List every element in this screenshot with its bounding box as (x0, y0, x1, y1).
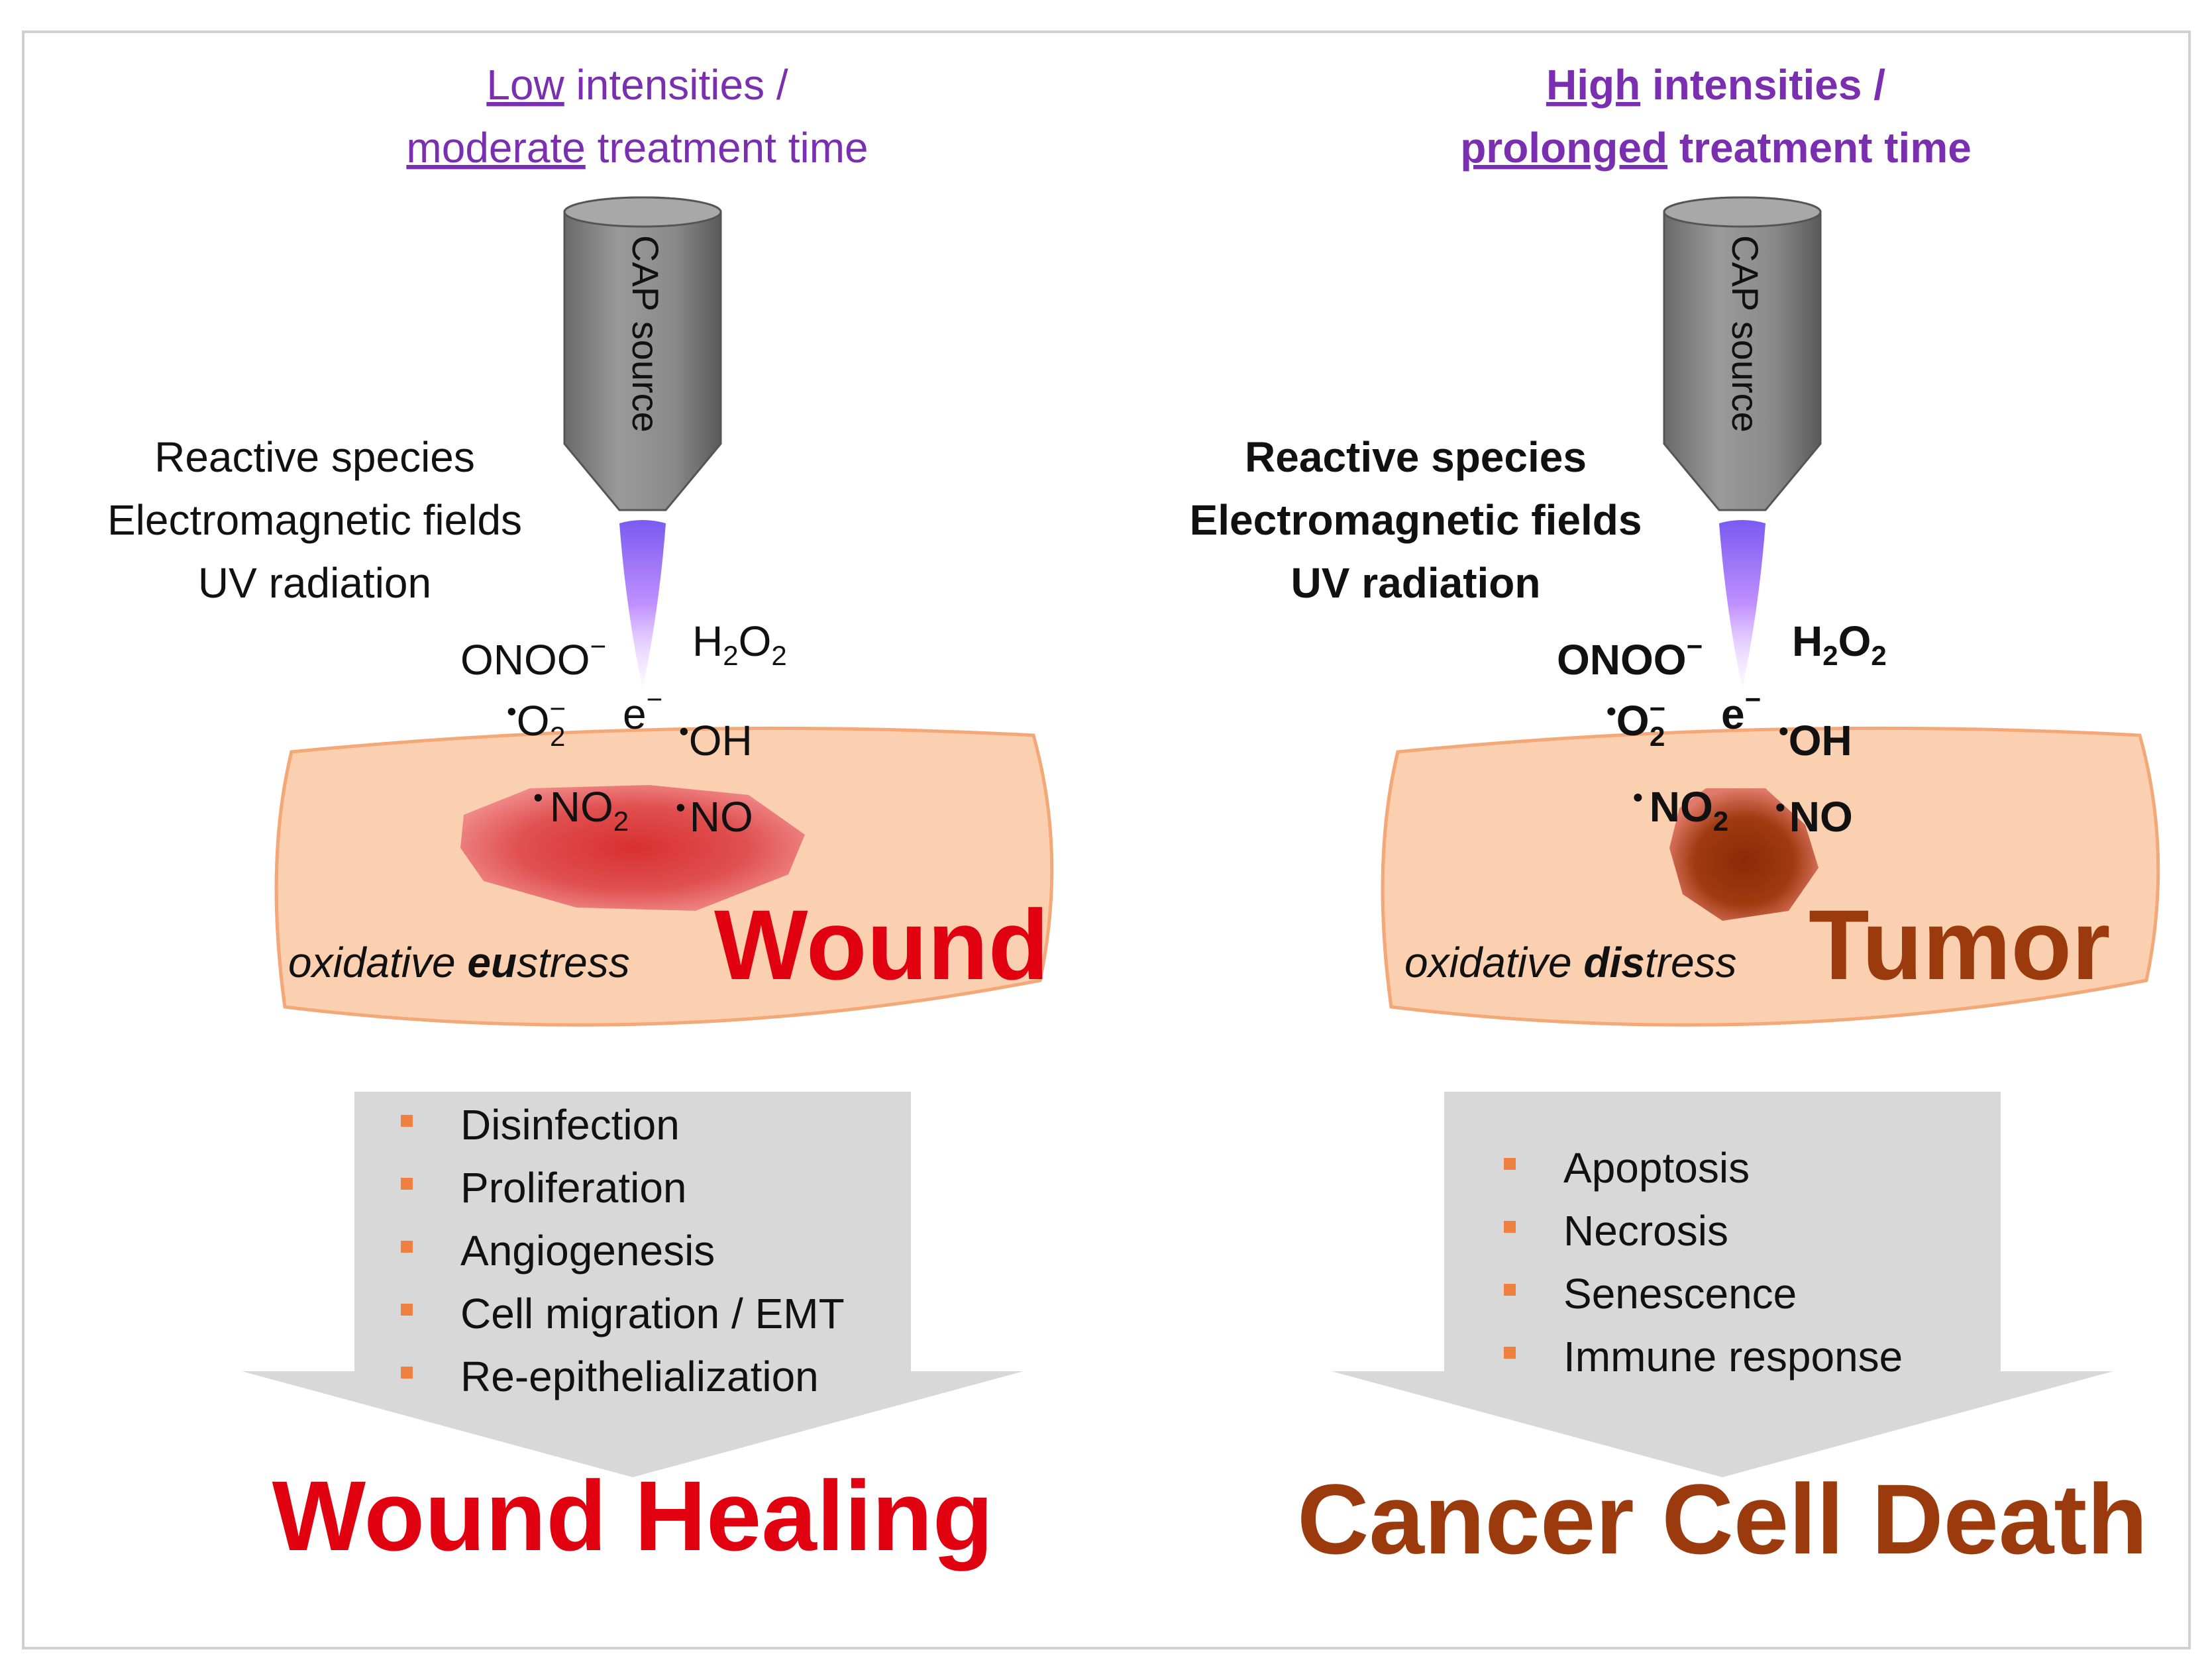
right-outcome-1: Apoptosis (1563, 1144, 1750, 1192)
right-tissue-edge (1381, 751, 1400, 1008)
left-bullet-3 (401, 1241, 413, 1253)
wound-label: Wound (714, 889, 1049, 1000)
right-panel: High intensities / prolonged treatment t… (1190, 61, 2160, 1575)
left-outcome-3: Angiogenesis (460, 1227, 715, 1275)
left-no2: •NO2 (533, 782, 629, 837)
right-stress-label: oxidative distress (1404, 939, 1737, 986)
right-outcome-3: Senescence (1563, 1270, 1797, 1318)
left-bullet-1 (401, 1115, 413, 1127)
right-effect-1: Reactive species (1245, 433, 1587, 481)
right-hydroxyl: •OH (1779, 715, 1852, 764)
right-plasma-jet (1719, 520, 1765, 689)
left-cap-label: CAP source (625, 235, 666, 433)
left-outcome-4: Cell migration / EMT (460, 1290, 845, 1337)
right-result: Cancer Cell Death (1297, 1463, 2148, 1575)
left-bullet-2 (401, 1178, 413, 1190)
right-h2o2: H2O2 (1792, 617, 1887, 671)
right-outcomes: Apoptosis Necrosis Senescence Immune res… (1504, 1144, 1903, 1381)
right-effect-3: UV radiation (1291, 559, 1541, 607)
left-outcome-5: Re-epithelialization (460, 1353, 819, 1400)
right-bullet-1 (1504, 1158, 1516, 1170)
right-onoo: ONOO− (1557, 631, 1703, 684)
left-cap-source: CAP source (563, 196, 722, 689)
right-bullet-3 (1504, 1284, 1516, 1296)
left-plasma-jet (619, 520, 666, 689)
frame (22, 30, 2191, 1649)
left-onoo: ONOO− (460, 631, 606, 684)
left-panel: Low intensities / moderate treatment tim… (107, 61, 1054, 1571)
left-species: ONOO− H2O2 •O−2 e− •OH •NO2 •NO (460, 617, 787, 841)
left-result: Wound Healing (272, 1460, 994, 1571)
right-outcome-2: Necrosis (1563, 1207, 1728, 1255)
tumor-label: Tumor (1809, 889, 2111, 1000)
right-no: •NO (1775, 792, 1853, 841)
left-h2o2: H2O2 (692, 617, 787, 671)
left-stress-label: oxidative eustress (288, 939, 630, 986)
left-effect-2: Electromagnetic fields (107, 496, 522, 544)
left-superoxide: •O−2 (507, 693, 566, 752)
right-arrow (1332, 1092, 2113, 1477)
left-electron: e− (623, 684, 662, 738)
left-hydroxyl: •OH (679, 715, 753, 764)
left-outcome-2: Proliferation (460, 1164, 687, 1212)
right-electron: e− (1721, 684, 1761, 738)
right-header-line2: prolonged treatment time (1460, 124, 1972, 172)
left-outcomes: Disinfection Proliferation Angiogenesis … (401, 1101, 845, 1400)
right-bullet-4 (1504, 1347, 1516, 1359)
left-no: •NO (676, 792, 753, 841)
left-effect-3: UV radiation (198, 559, 431, 607)
right-species: ONOO− H2O2 •O−2 e− •OH •NO2 •NO (1557, 617, 1887, 841)
right-bullet-2 (1504, 1221, 1516, 1233)
left-bullet-5 (401, 1367, 413, 1379)
right-no2: •NO2 (1633, 782, 1728, 837)
tumor-area (1669, 788, 1818, 921)
left-outcome-1: Disinfection (460, 1101, 680, 1149)
right-cap-source: CAP source (1663, 196, 1822, 689)
right-cap-label: CAP source (1724, 235, 1766, 433)
left-arrow (242, 1092, 1024, 1477)
right-header-line1: High intensities / (1546, 61, 1885, 109)
left-effect-1: Reactive species (154, 433, 475, 481)
left-bullet-4 (401, 1304, 413, 1316)
right-outcome-4: Immune response (1563, 1333, 1903, 1381)
right-superoxide: •O−2 (1606, 693, 1665, 752)
right-effect-2: Electromagnetic fields (1190, 496, 1642, 544)
wound-area (460, 785, 805, 911)
left-header-line1: Low intensities / (486, 61, 788, 109)
left-tissue-edge (274, 751, 293, 1008)
left-header-line2: moderate treatment time (406, 124, 868, 172)
